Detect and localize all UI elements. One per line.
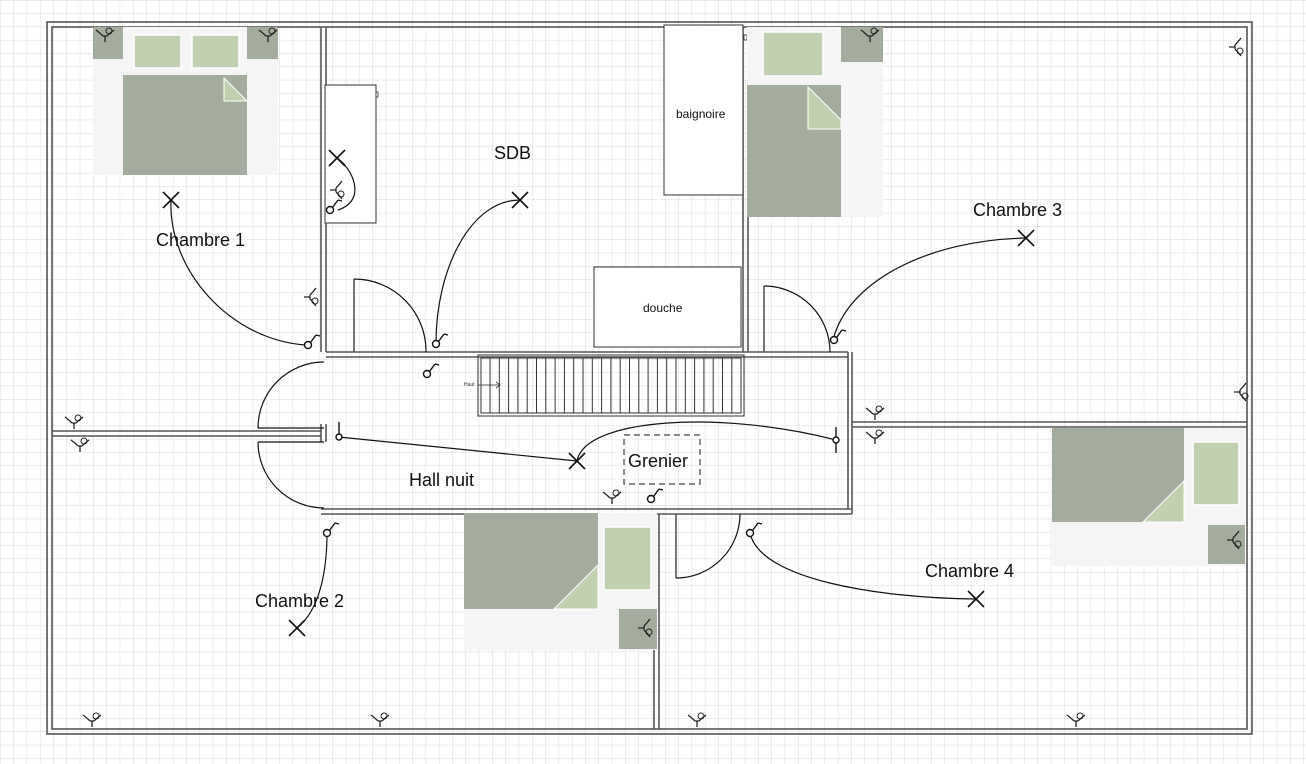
switch-icon <box>335 422 343 441</box>
bed-icon <box>1052 428 1245 566</box>
stairs-label: Haut <box>464 382 475 388</box>
walls <box>46 21 1253 735</box>
room-label-grenier: Grenier <box>628 451 689 471</box>
switch-icon <box>832 427 840 453</box>
room-label-chambre-4: Chambre 4 <box>925 561 1015 581</box>
shower-label: douche <box>643 301 683 315</box>
room-label-hall-nuit: Hall nuit <box>409 470 475 490</box>
room-label-chambre-1: Chambre 1 <box>156 230 246 250</box>
room-label-chambre-3: Chambre 3 <box>973 200 1063 220</box>
attic-hatch <box>623 434 701 485</box>
room-label-chambre-2: Chambre 2 <box>255 591 345 611</box>
bathtub <box>663 24 744 196</box>
bed-icon <box>93 27 278 175</box>
doors <box>257 278 831 579</box>
stairs-arrow <box>478 381 501 389</box>
shower <box>593 266 742 348</box>
bathtub-label: baignoire <box>676 107 726 121</box>
bed-icon <box>747 27 883 217</box>
room-label-sdb: SDB <box>494 143 532 163</box>
wiring <box>170 157 1027 629</box>
bed-icon <box>464 513 657 650</box>
